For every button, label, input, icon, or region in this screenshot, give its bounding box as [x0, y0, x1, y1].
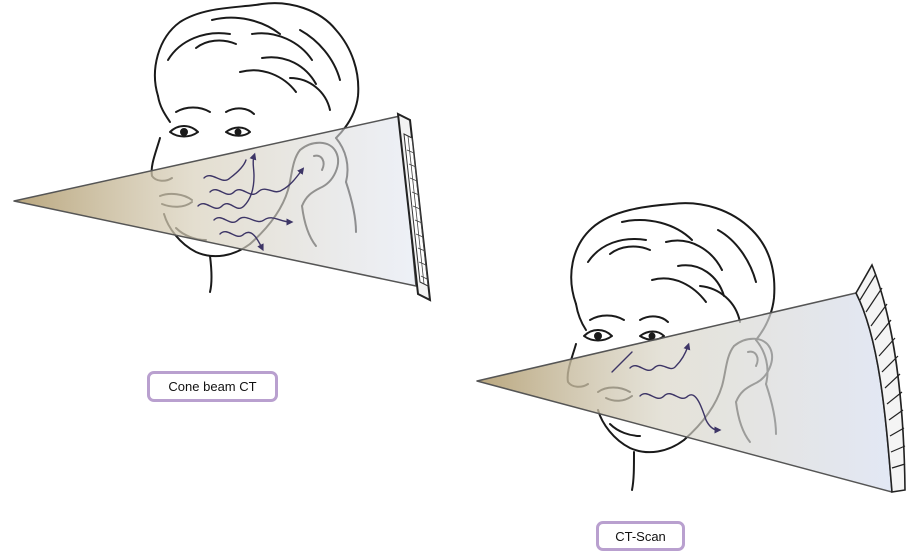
ct-xray-beam [477, 293, 892, 492]
cbct-scene [14, 3, 430, 300]
ct-scene [477, 203, 905, 492]
cbct-xray-beam [14, 116, 416, 286]
cone-beam-ct-label: Cone beam CT [147, 371, 278, 402]
ct-scan-label: CT-Scan [596, 521, 685, 551]
